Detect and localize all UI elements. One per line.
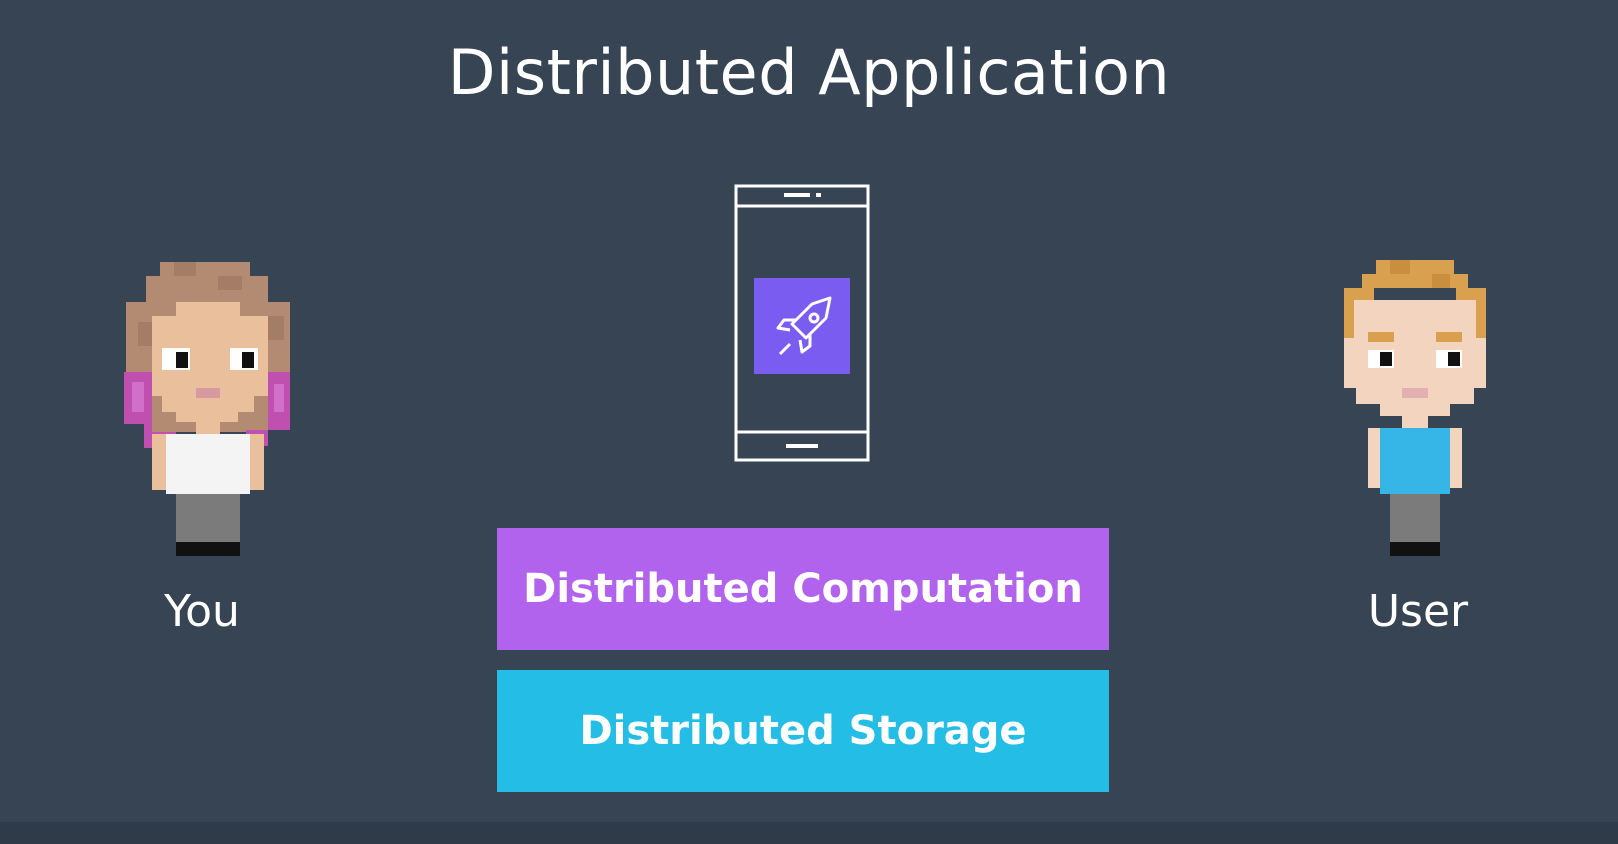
person-you-label: You bbox=[164, 586, 240, 637]
rocket-icon bbox=[776, 296, 832, 356]
person-user-label: User bbox=[1367, 586, 1469, 637]
layer-distributed-computation: Distributed Computation bbox=[497, 528, 1109, 650]
person-you bbox=[118, 262, 298, 558]
smartphone-icon bbox=[734, 184, 870, 462]
person-user bbox=[1340, 260, 1490, 556]
male-avatar-icon bbox=[1344, 260, 1486, 556]
smartphone bbox=[734, 184, 870, 466]
female-avatar-icon bbox=[124, 262, 290, 556]
bottom-bar bbox=[0, 822, 1618, 844]
layer-distributed-storage: Distributed Storage bbox=[497, 670, 1109, 792]
slide-title: Distributed Application bbox=[447, 36, 1171, 109]
